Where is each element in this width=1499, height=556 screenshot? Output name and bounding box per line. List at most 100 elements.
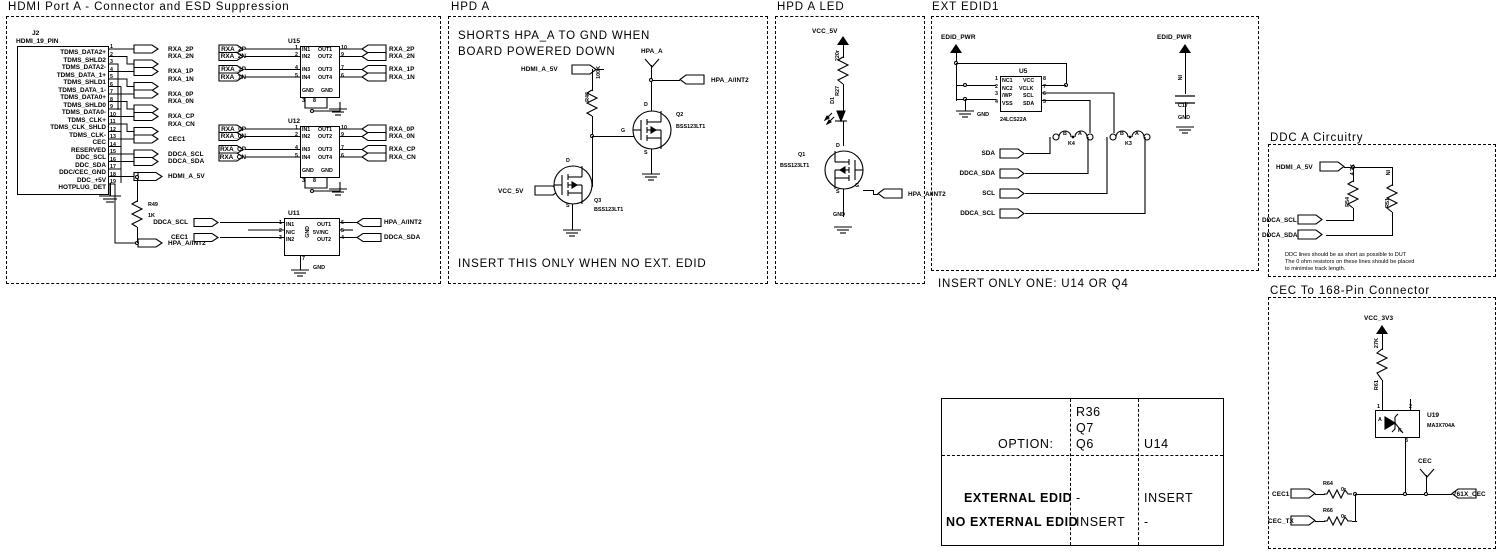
u15-pin5-num: 5	[295, 72, 298, 79]
r49-value: 1K	[148, 213, 155, 219]
u12-in2-label: IN2	[302, 134, 311, 140]
q1-source-wire	[843, 189, 844, 217]
u15-pin1-num: 1	[295, 44, 298, 51]
hpd-a-net-vcc-5v: VCC_5V	[498, 188, 524, 195]
edid-gnd-symbol	[956, 110, 974, 118]
cec1-wire-left	[1315, 494, 1325, 495]
hpa-a-wire	[651, 65, 652, 111]
u5-pin4-num: 4	[995, 98, 998, 105]
u19-zener-symbol	[1384, 413, 1404, 434]
u12-body[interactable]	[300, 126, 340, 178]
u5-refdes: U5	[1019, 68, 1028, 75]
block-hdmi-port-a	[6, 16, 441, 284]
edid-pwr-to-vcc	[1066, 63, 1067, 85]
edid-pwr-top-bus	[956, 63, 1066, 64]
u15-gnd2-label: GND	[321, 88, 333, 94]
option-table-row-1-label: NO EXTERNAL EDID	[946, 515, 1079, 529]
option-table-row-0-col2: INSERT	[1144, 491, 1194, 505]
j2-pin-17-num: 17	[110, 164, 116, 170]
cec-net-cec1: CEC1	[1272, 491, 1290, 498]
j2-pin-16-num: 16	[110, 156, 116, 163]
block-ext-edid1	[931, 16, 1259, 271]
u12-out-net-3: RXA_CN	[389, 153, 416, 161]
net-flag-rxa-cn: RXA_CN	[168, 120, 195, 128]
u19-pin1-num: 1	[1377, 404, 1380, 410]
u11-gnd-label: GND	[313, 265, 325, 271]
u12-in3-label: IN3	[302, 147, 311, 153]
u12-in-net-1: RXA_0N	[220, 133, 246, 140]
option-table-col1-part-0: R36	[1076, 405, 1101, 419]
j2-pin-15-num: 15	[110, 149, 116, 155]
cec-tx-riser	[1355, 494, 1356, 522]
j2-body[interactable]	[17, 46, 109, 195]
k3-pin-b: B	[1120, 131, 1124, 137]
q1-gate-step	[873, 190, 874, 194]
u12-out3-label: OUT3	[318, 147, 333, 153]
r49-symbol	[130, 200, 144, 228]
j2-pin-4-name: TDMS_DATA_1+	[56, 71, 106, 79]
option-table-row-0-label: EXTERNAL EDID	[964, 491, 1073, 505]
u5-body[interactable]	[1000, 76, 1042, 112]
edid-left-bus	[956, 63, 957, 101]
section-title-cec: CEC To 168-Pin Connector	[1270, 285, 1431, 297]
ddc-note-line1: DDC lines should be as short as possible…	[1285, 252, 1407, 258]
r46-value: 100K	[596, 66, 602, 79]
j2-pin-18-num: 18	[110, 171, 116, 178]
k4-jumper[interactable]	[1052, 128, 1096, 142]
hpd-led-vcc-wire	[843, 45, 844, 58]
j2-pin-14-num: 14	[110, 141, 116, 148]
ddc-note-line3: to minimise track length.	[1285, 266, 1346, 272]
r54-refdes: R54	[1345, 197, 1351, 207]
u11-out-net-1: DDCA_SDA	[384, 234, 421, 241]
k3-jumper[interactable]	[1109, 128, 1153, 142]
hpd-a-net-hdmi-a-5v: HDMI_A_5V	[521, 66, 558, 73]
q3-refdes: Q3	[594, 198, 602, 204]
q1-symbol[interactable]	[824, 150, 864, 190]
u12-in-net-2: RXA_CP	[220, 146, 246, 153]
r54-symbol	[1346, 180, 1360, 209]
j2-gnd-symbol	[99, 195, 121, 203]
q1-pin-s: S	[836, 189, 840, 195]
u12-gnd-symbol	[329, 188, 347, 196]
u5-nc1-label: NC1	[1002, 78, 1013, 84]
q1-refdes: Q1	[798, 152, 806, 158]
r51-value: NI	[1386, 170, 1392, 176]
q3-symbol[interactable]	[553, 165, 593, 205]
u15-body[interactable]	[300, 46, 340, 98]
ddc-net-ddca-sda: DDCA_SDA	[1262, 232, 1298, 239]
q1-gate-wire	[863, 190, 873, 191]
u11-out2-label: OUT2	[317, 237, 332, 243]
u5-pin5-num: 5	[1043, 98, 1046, 105]
ddc-note-line2: The 0 ohm resistors on these lines shoul…	[1285, 259, 1415, 265]
u5-pin7-num: 7	[1043, 83, 1046, 90]
net-flag-ddca-sda: DDCA_SDA	[168, 158, 205, 165]
u15-in1-label: IN1	[302, 46, 311, 53]
j2-power-flags	[137, 171, 163, 248]
q2-refdes: Q2	[676, 112, 684, 118]
section-title-hpd-a-led: HPD A LED	[777, 1, 845, 13]
u12-pin4-num: 4	[295, 145, 298, 151]
c17-bottom-wire	[1185, 102, 1186, 119]
hpa-a-int2-flag	[679, 74, 705, 85]
cec-tx-flag	[1290, 515, 1316, 526]
q3-pin-d: D	[566, 158, 570, 164]
u11-body[interactable]	[284, 218, 340, 256]
q2-pin-d: D	[644, 102, 648, 108]
hpd-led-vcc-arrow	[837, 36, 849, 45]
net-flag-rxa-2p: RXA_2P	[168, 45, 194, 53]
u19-pin3-wire	[1405, 438, 1406, 494]
u12-pin5-num: 5	[295, 152, 298, 159]
j2-pin-12-num: 12	[110, 126, 116, 133]
u15-out1-label: OUT1	[318, 46, 333, 53]
j2-wiring	[99, 48, 137, 244]
net-flag-rxa-1n: RXA_1N	[168, 75, 194, 83]
u19-part: MA3X704A	[1427, 423, 1455, 429]
u15-out-net-3: RXA_1N	[389, 73, 415, 81]
q2-part: BSS123LT1	[676, 124, 706, 130]
j2-pin-19-name: HOTPLUG_DET	[58, 184, 106, 191]
r27-refdes: R27	[835, 86, 841, 96]
u5-nc2-label: NC2	[1002, 85, 1013, 92]
hpd-led-d1-bottom-wire	[843, 121, 844, 146]
option-table-row-1-col2: -	[1144, 515, 1149, 529]
q2-symbol[interactable]	[632, 110, 672, 150]
